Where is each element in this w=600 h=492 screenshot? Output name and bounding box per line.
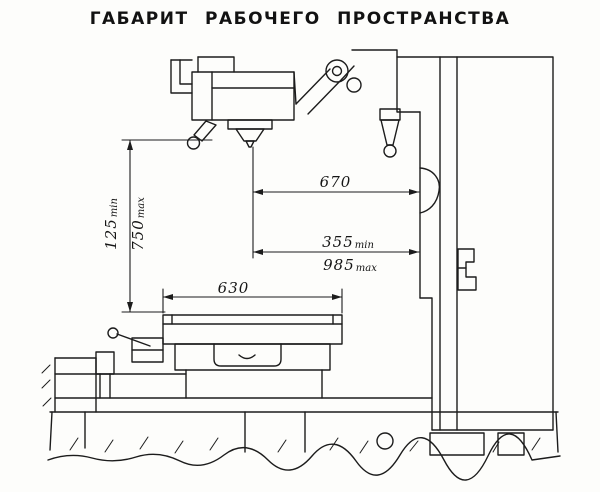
page-title: ГАБАРИТ РАБОЧЕГО ПРОСТРАНСТВА (89, 9, 511, 29)
dim-750max-label: 750max (129, 197, 147, 251)
dim-750-value: 750 (129, 219, 147, 251)
dim-355min-label: 355min (322, 233, 374, 251)
spindle-head (170, 56, 362, 148)
dim-125-value: 125 (102, 218, 120, 250)
dimension-arrows (127, 140, 419, 312)
dimension-lines (121, 139, 420, 314)
dim-125min-label: 125min (102, 198, 120, 250)
dim-630-value: 630 (217, 279, 250, 297)
dim-985-value: 985 (323, 256, 355, 274)
spindle-tools (186, 108, 401, 158)
dim-750-suffix: max (136, 197, 147, 219)
machine-column (351, 49, 554, 431)
dim-125-suffix: min (109, 198, 120, 218)
dim-355-suffix: min (354, 240, 374, 251)
dim-985max-label: 985max (323, 256, 377, 274)
dim-355-value: 355 (322, 233, 354, 251)
work-table (95, 314, 343, 399)
dim-630-label: 630 (218, 279, 251, 297)
machine-base (41, 357, 561, 481)
dim-670-label: 670 (320, 173, 353, 191)
dim-670-value: 670 (319, 173, 352, 191)
dim-985-suffix: max (355, 263, 377, 274)
